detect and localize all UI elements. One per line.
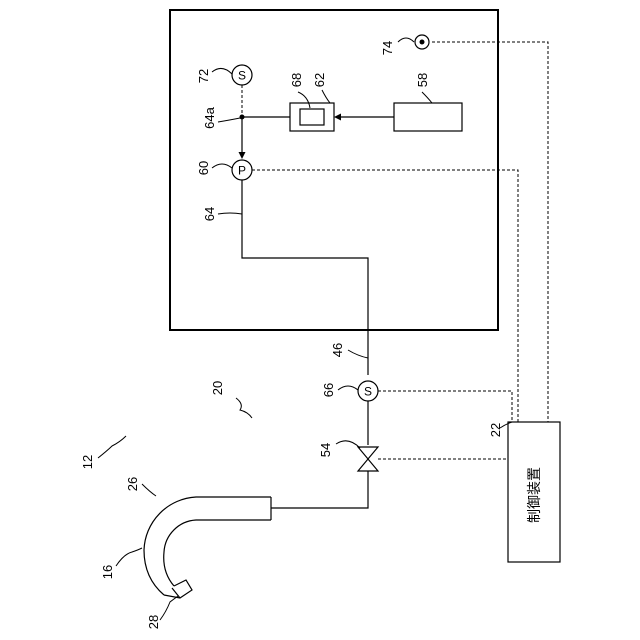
ref-74: 74: [380, 41, 395, 55]
signal-pump-controller: [252, 170, 518, 422]
ref-12: 12: [80, 455, 95, 469]
leader-26: [142, 484, 156, 496]
leader-12: [98, 436, 126, 458]
leader-46: [348, 350, 368, 358]
arrow-into-pump: [239, 152, 246, 159]
leader-66: [338, 386, 358, 390]
ref-54: 54: [318, 443, 333, 457]
leader-64: [218, 213, 242, 214]
leader-64a: [218, 118, 240, 122]
ref-64a: 64a: [202, 106, 217, 128]
valve-54-lower: [358, 459, 378, 471]
leader-58: [422, 92, 432, 103]
leader-68: [298, 92, 310, 108]
leader-54: [336, 441, 360, 448]
ref-58: 58: [415, 73, 430, 87]
leader-62: [322, 90, 330, 103]
valve-54: [358, 447, 378, 459]
leader-16: [116, 548, 142, 566]
ref-28: 28: [146, 615, 161, 629]
ref-66: 66: [321, 383, 336, 397]
line-64: [242, 180, 368, 375]
catheter-tube-outer: [164, 520, 271, 586]
component-68: [300, 109, 324, 125]
ref-46: 46: [330, 343, 345, 357]
sensor-72-symbol: S: [238, 69, 246, 83]
ref-72: 72: [196, 69, 211, 83]
catheter-tube-inner: [144, 497, 271, 595]
leader-28: [160, 596, 178, 620]
controller-text: 制御装置: [527, 467, 543, 523]
ref-16: 16: [100, 565, 115, 579]
leader-20: [236, 398, 252, 418]
leader-74: [398, 38, 414, 42]
pump-symbol: P: [238, 164, 246, 178]
sensor-66-symbol: S: [364, 385, 372, 399]
ref-68: 68: [289, 73, 304, 87]
leader-60: [212, 164, 232, 168]
indicator-74-dot: [420, 40, 425, 45]
ref-20: 20: [210, 381, 225, 395]
line-valve-catheter: [271, 471, 368, 508]
arrow-into-62: [334, 114, 341, 121]
ref-60: 60: [196, 161, 211, 175]
signal-74-controller: [432, 42, 548, 422]
ref-22: 22: [488, 423, 503, 437]
component-58: [394, 103, 462, 131]
ref-26: 26: [125, 477, 140, 491]
leader-72: [212, 68, 232, 74]
ref-62: 62: [312, 73, 327, 87]
component-62: [290, 103, 334, 131]
signal-66-controller: [378, 391, 512, 422]
ref-64: 64: [202, 207, 217, 221]
